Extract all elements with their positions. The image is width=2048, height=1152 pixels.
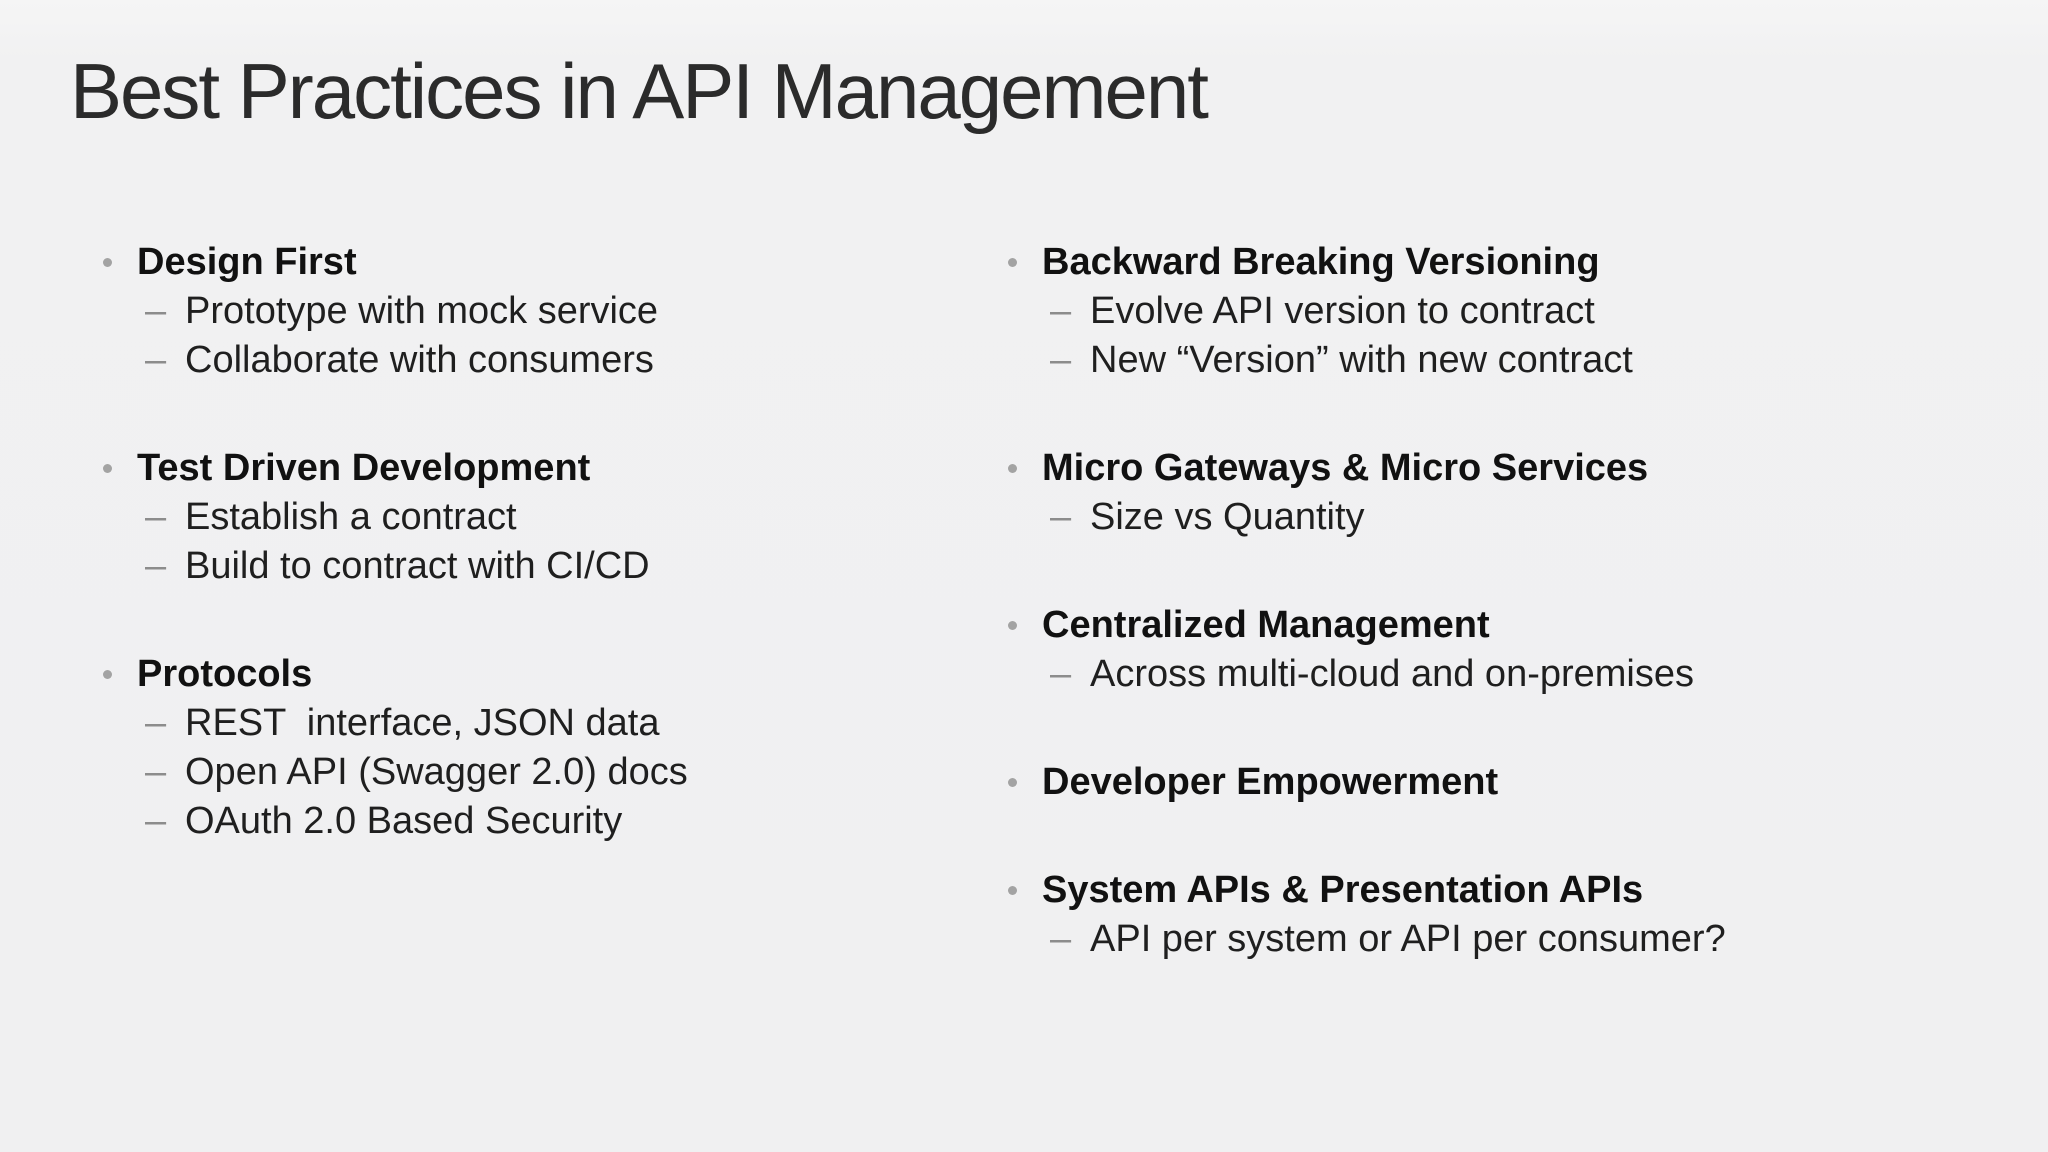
- bullet-heading: Developer Empowerment: [991, 758, 1991, 807]
- bullet-heading-label: Micro Gateways & Micro Services: [1042, 447, 1649, 489]
- bullet-heading: Design First: [86, 238, 966, 287]
- sub-bullet-label: Establish a contract: [185, 496, 517, 538]
- sub-bullet-item: –Build to contract with CI/CD: [86, 542, 966, 591]
- sub-bullet-label: OAuth 2.0 Based Security: [185, 800, 623, 842]
- bullet-group: Micro Gateways & Micro Services–Size vs …: [991, 444, 1991, 542]
- bullet-dot-icon: [103, 258, 112, 267]
- bullet-dot-icon: [1008, 258, 1017, 267]
- sub-bullet-label: REST interface, JSON data: [185, 702, 660, 744]
- bullet-heading: System APIs & Presentation APIs: [991, 866, 1991, 915]
- sub-bullet-label: New “Version” with new contract: [1090, 339, 1633, 381]
- sub-bullet-label: Open API (Swagger 2.0) docs: [185, 751, 688, 793]
- bullet-group: Protocols–REST interface, JSON data–Open…: [86, 650, 966, 846]
- bullet-heading-label: Test Driven Development: [137, 447, 591, 489]
- sub-bullet-item: –Open API (Swagger 2.0) docs: [86, 748, 966, 797]
- sub-bullet-item: –Evolve API version to contract: [991, 287, 1991, 336]
- slide-title: Best Practices in API Management: [70, 47, 1209, 135]
- bullet-group: Developer Empowerment: [991, 758, 1991, 807]
- bullet-heading-label: Centralized Management: [1042, 604, 1490, 646]
- bullet-heading-label: Backward Breaking Versioning: [1042, 241, 1600, 283]
- bullet-dot-icon: [1008, 464, 1017, 473]
- dash-icon: –: [145, 290, 167, 332]
- sub-bullet-item: –OAuth 2.0 Based Security: [86, 797, 966, 846]
- dash-icon: –: [1050, 653, 1072, 695]
- dash-icon: –: [1050, 918, 1072, 960]
- sub-bullet-label: Across multi-cloud and on-premises: [1090, 653, 1695, 695]
- dash-icon: –: [1050, 290, 1072, 332]
- bullet-column-right: Backward Breaking Versioning–Evolve API …: [991, 238, 1991, 964]
- dash-icon: –: [145, 339, 167, 381]
- bullet-column-left: Design First–Prototype with mock service…: [86, 238, 966, 846]
- dash-icon: –: [145, 702, 167, 744]
- sub-bullet-item: –API per system or API per consumer?: [991, 915, 1991, 964]
- sub-bullet-item: –New “Version” with new contract: [991, 336, 1991, 385]
- bullet-dot-icon: [103, 464, 112, 473]
- bullet-dot-icon: [103, 670, 112, 679]
- sub-bullet-label: API per system or API per consumer?: [1090, 918, 1726, 960]
- bullet-heading-label: System APIs & Presentation APIs: [1042, 869, 1644, 911]
- sub-bullet-label: Prototype with mock service: [185, 290, 659, 332]
- dash-icon: –: [145, 751, 167, 793]
- dash-icon: –: [145, 496, 167, 538]
- bullet-heading-label: Protocols: [137, 653, 313, 695]
- sub-bullet-label: Evolve API version to contract: [1090, 290, 1595, 332]
- bullet-dot-icon: [1008, 621, 1017, 630]
- dash-icon: –: [1050, 339, 1072, 381]
- dash-icon: –: [145, 545, 167, 587]
- sub-bullet-label: Collaborate with consumers: [185, 339, 654, 381]
- sub-bullet-label: Build to contract with CI/CD: [185, 545, 650, 587]
- bullet-group: Backward Breaking Versioning–Evolve API …: [991, 238, 1991, 385]
- bullet-heading: Micro Gateways & Micro Services: [991, 444, 1991, 493]
- dash-icon: –: [145, 800, 167, 842]
- bullet-group: Test Driven Development–Establish a cont…: [86, 444, 966, 591]
- bullet-heading: Backward Breaking Versioning: [991, 238, 1991, 287]
- bullet-heading: Protocols: [86, 650, 966, 699]
- sub-bullet-item: –REST interface, JSON data: [86, 699, 966, 748]
- bullet-heading-label: Developer Empowerment: [1042, 761, 1499, 803]
- bullet-heading-label: Design First: [137, 241, 357, 283]
- bullet-group: Design First–Prototype with mock service…: [86, 238, 966, 385]
- bullet-dot-icon: [1008, 886, 1017, 895]
- sub-bullet-label: Size vs Quantity: [1090, 496, 1365, 538]
- sub-bullet-item: –Collaborate with consumers: [86, 336, 966, 385]
- sub-bullet-item: –Prototype with mock service: [86, 287, 966, 336]
- sub-bullet-item: –Establish a contract: [86, 493, 966, 542]
- bullet-heading: Test Driven Development: [86, 444, 966, 493]
- dash-icon: –: [1050, 496, 1072, 538]
- bullet-group: System APIs & Presentation APIs–API per …: [991, 866, 1991, 964]
- bullet-group: Centralized Management–Across multi-clou…: [991, 601, 1991, 699]
- bullet-dot-icon: [1008, 778, 1017, 787]
- sub-bullet-item: –Size vs Quantity: [991, 493, 1991, 542]
- sub-bullet-item: –Across multi-cloud and on-premises: [991, 650, 1991, 699]
- bullet-heading: Centralized Management: [991, 601, 1991, 650]
